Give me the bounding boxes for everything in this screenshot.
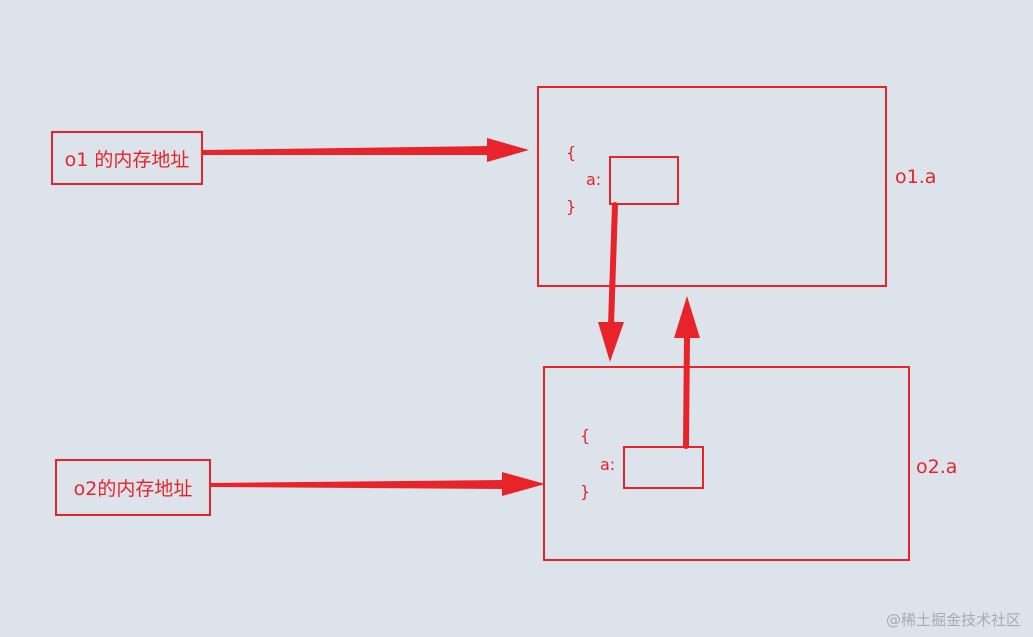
o1-key-a: a: — [586, 170, 602, 189]
o2-close-brace: } — [580, 482, 591, 501]
o2-address-label: o2的内存地址 — [73, 478, 193, 500]
watermark-text: @稀土掘金技术社区 — [885, 611, 1021, 629]
o2-key-a: a: — [600, 455, 616, 474]
o1-close-brace: } — [566, 197, 577, 216]
arrow-o2-address-to-o2-object — [211, 472, 545, 496]
o2-open-brace: { — [580, 426, 591, 445]
o1-open-brace: { — [566, 143, 577, 162]
o2-a-label: o2.a — [916, 456, 958, 478]
o2-object-box — [543, 366, 910, 561]
o1-a-value-box — [609, 156, 679, 205]
o2-a-value-box — [623, 446, 704, 489]
arrow-o1-a-to-o2-object — [598, 202, 624, 362]
o1-a-label: o1.a — [895, 166, 937, 188]
o2-address-label-box: o2的内存地址 — [55, 459, 211, 516]
o1-address-label-box: o1 的内存地址 — [51, 131, 203, 185]
o1-address-label: o1 的内存地址 — [64, 148, 190, 171]
arrow-o1-address-to-o1-object — [203, 138, 529, 162]
arrow-o2-a-to-o1-object — [674, 296, 700, 449]
o1-object-box — [537, 86, 887, 287]
